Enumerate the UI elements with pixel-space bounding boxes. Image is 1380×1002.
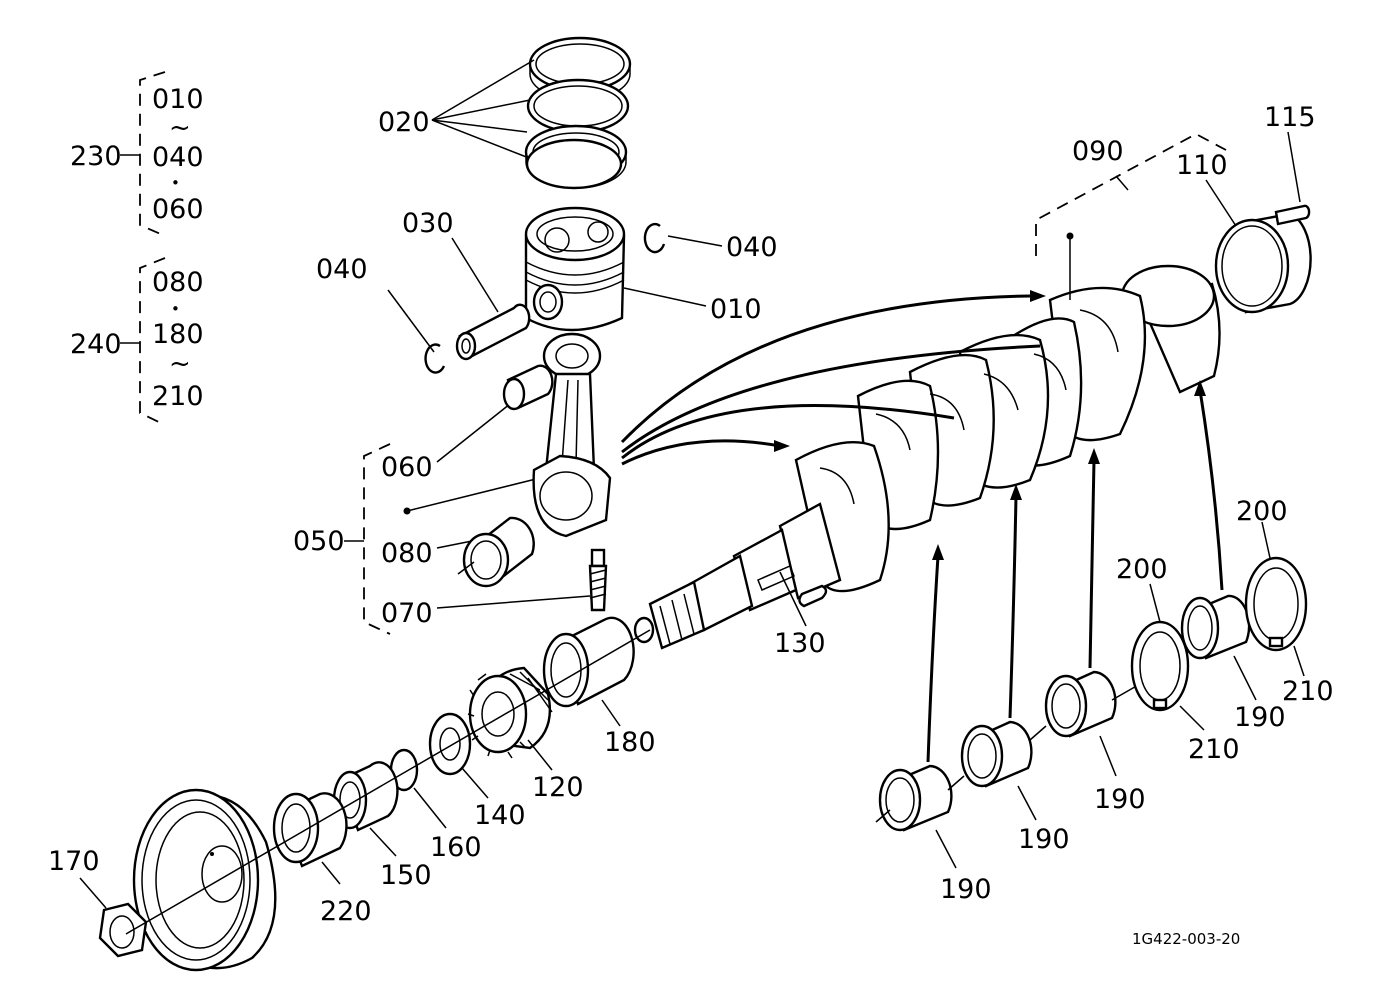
crankshaft bbox=[633, 264, 1221, 650]
main-bearing-2: 190 bbox=[947, 720, 1070, 855]
thrust-washer-front: 200 210 bbox=[1116, 554, 1240, 765]
o-ring: 160 bbox=[389, 748, 482, 863]
group-240-number: 240 bbox=[70, 329, 122, 360]
rod-bolt bbox=[588, 548, 608, 612]
woodruff-key: 130 bbox=[774, 571, 828, 659]
crank-nut: 170 bbox=[48, 846, 148, 958]
label-200-2: 200 bbox=[1236, 496, 1288, 527]
group-050-bracket: 050 060 080 070 bbox=[293, 399, 591, 635]
label-160: 160 bbox=[430, 832, 482, 863]
thrust-collar: 140 bbox=[428, 712, 526, 831]
snap-ring-left: 040 bbox=[316, 254, 446, 374]
front-main-bearing: 180 bbox=[542, 616, 656, 758]
label-190-4: 190 bbox=[1234, 702, 1286, 733]
label-150: 150 bbox=[380, 860, 432, 891]
connecting-rod bbox=[532, 332, 612, 538]
svg-text:030: 030 bbox=[402, 208, 454, 239]
front-axis-line bbox=[125, 629, 651, 935]
label-010: 010 bbox=[623, 287, 762, 325]
snap-ring-right: 040 bbox=[643, 222, 778, 263]
label-190-1: 190 bbox=[940, 874, 992, 905]
group-240-tilde: ~ bbox=[169, 349, 191, 379]
piston-pin: 030 bbox=[402, 208, 531, 361]
group-240-from: 080 bbox=[152, 267, 204, 298]
label-020: 020 bbox=[378, 59, 535, 159]
crank-pulley bbox=[132, 788, 277, 972]
label-220: 220 bbox=[320, 896, 372, 927]
main-bearing-1: 190 bbox=[875, 764, 992, 905]
group-050-number: 050 bbox=[293, 526, 345, 557]
spacer: 150 bbox=[332, 761, 432, 891]
group-240-to: 210 bbox=[152, 381, 204, 412]
group-240-bracket: 240 080 • 180 ~ 210 bbox=[70, 257, 204, 426]
label-210-1: 210 bbox=[1188, 734, 1240, 765]
thrust-washer-rear: 200 210 bbox=[1236, 496, 1334, 707]
piston bbox=[524, 206, 626, 332]
group-240-mid: 180 bbox=[152, 319, 204, 350]
svg-text:040: 040 bbox=[316, 254, 368, 285]
dowel-pin: 115 bbox=[1264, 102, 1316, 226]
label-210-2: 210 bbox=[1282, 676, 1334, 707]
label-120: 120 bbox=[532, 772, 584, 803]
label-090: 090 bbox=[1072, 136, 1124, 167]
svg-text:040: 040 bbox=[726, 232, 778, 263]
label-115: 115 bbox=[1264, 102, 1316, 133]
rod-bearing bbox=[457, 516, 535, 588]
label-200-1: 200 bbox=[1116, 554, 1168, 585]
label-140: 140 bbox=[474, 800, 526, 831]
group-050-item-1: 060 bbox=[381, 452, 433, 483]
crankshaft-assembly-bracket: 090 bbox=[1035, 132, 1227, 300]
group-230-tilde: ~ bbox=[169, 113, 191, 143]
group-230-number: 230 bbox=[70, 141, 122, 172]
label-180: 180 bbox=[604, 727, 656, 758]
group-050-item-2: 080 bbox=[381, 538, 433, 569]
svg-text:020: 020 bbox=[378, 107, 430, 138]
label-190-2: 190 bbox=[1018, 824, 1070, 855]
main-bearing-3: 190 bbox=[1029, 670, 1146, 815]
group-050-item-3: 070 bbox=[381, 598, 433, 629]
piston-rings bbox=[524, 36, 632, 190]
small-end-bushing bbox=[502, 364, 554, 411]
assembly-arrows bbox=[620, 290, 1046, 466]
group-230-dot: • bbox=[171, 174, 180, 192]
label-130: 130 bbox=[774, 628, 826, 659]
group-230-from: 010 bbox=[152, 84, 204, 115]
svg-text:010: 010 bbox=[710, 294, 762, 325]
group-230-mid: 040 bbox=[152, 142, 204, 173]
group-230-bracket: 230 010 ~ 040 • 060 bbox=[70, 71, 204, 237]
label-190-3: 190 bbox=[1094, 784, 1146, 815]
main-bearing-4: 190 bbox=[1180, 594, 1286, 733]
group-230-to: 060 bbox=[152, 194, 204, 225]
label-110: 110 bbox=[1176, 150, 1228, 181]
bearing-arrows bbox=[926, 380, 1224, 763]
drawing-code: 1G422-003-20 bbox=[1132, 930, 1240, 948]
label-170: 170 bbox=[48, 846, 100, 877]
crank-gear: 120 bbox=[467, 666, 584, 803]
group-240-dot: • bbox=[171, 300, 180, 318]
